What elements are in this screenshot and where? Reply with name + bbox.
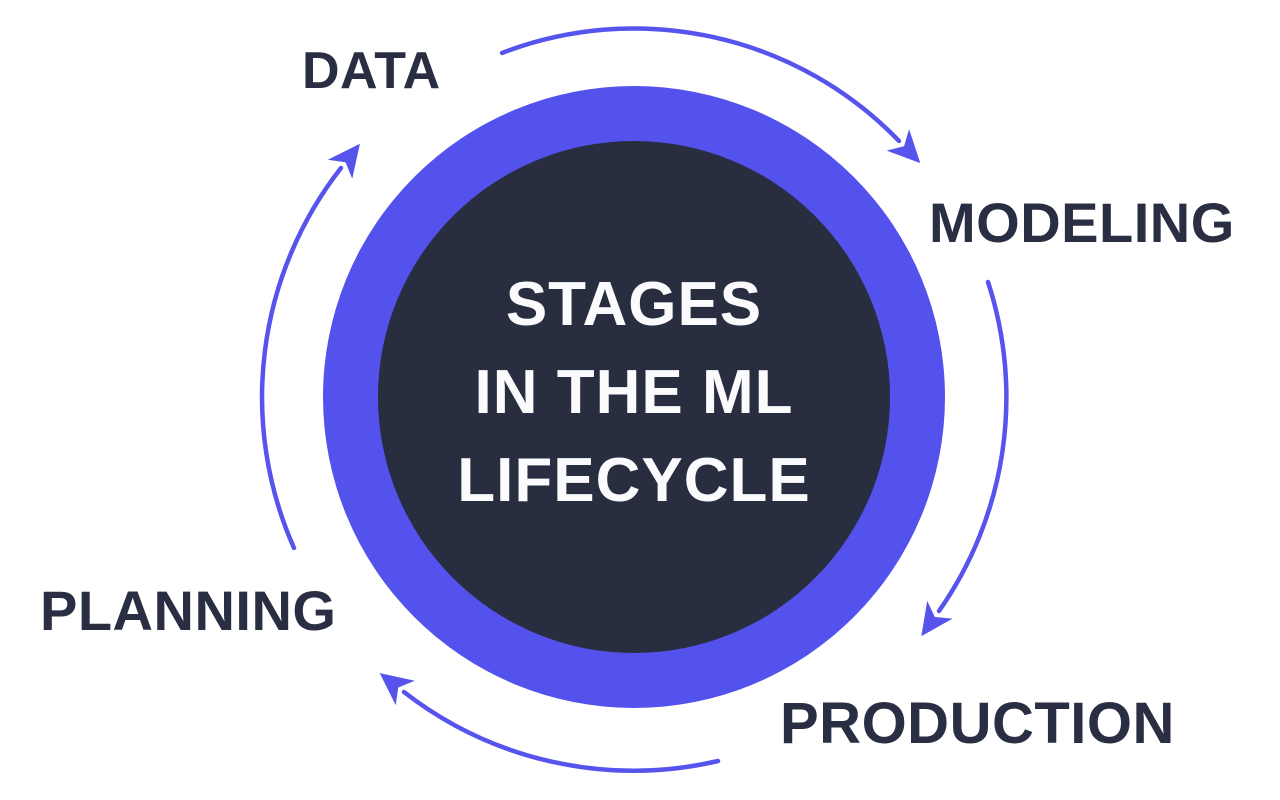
- arrow-production-to-planning-icon: [379, 673, 721, 773]
- arrow-data-to-modeling-icon: [499, 26, 921, 164]
- center-title-line-1: STAGES: [505, 270, 763, 339]
- stage-label-planning: PLANNING: [40, 579, 337, 642]
- stage-label-modeling: MODELING: [929, 191, 1235, 254]
- lifecycle-inner-circle: [378, 141, 890, 653]
- diagram-center-title: STAGES IN THE ML LIFECYCLE: [334, 261, 934, 525]
- center-title-line-3: LIFECYCLE: [457, 446, 811, 515]
- stage-label-production: PRODUCTION: [780, 691, 1175, 756]
- stage-label-data: DATA: [302, 42, 441, 100]
- center-title-line-2: IN THE ML: [474, 358, 794, 427]
- arrow-modeling-to-production-icon: [921, 279, 1009, 637]
- arrow-planning-to-data-icon: [259, 143, 360, 551]
